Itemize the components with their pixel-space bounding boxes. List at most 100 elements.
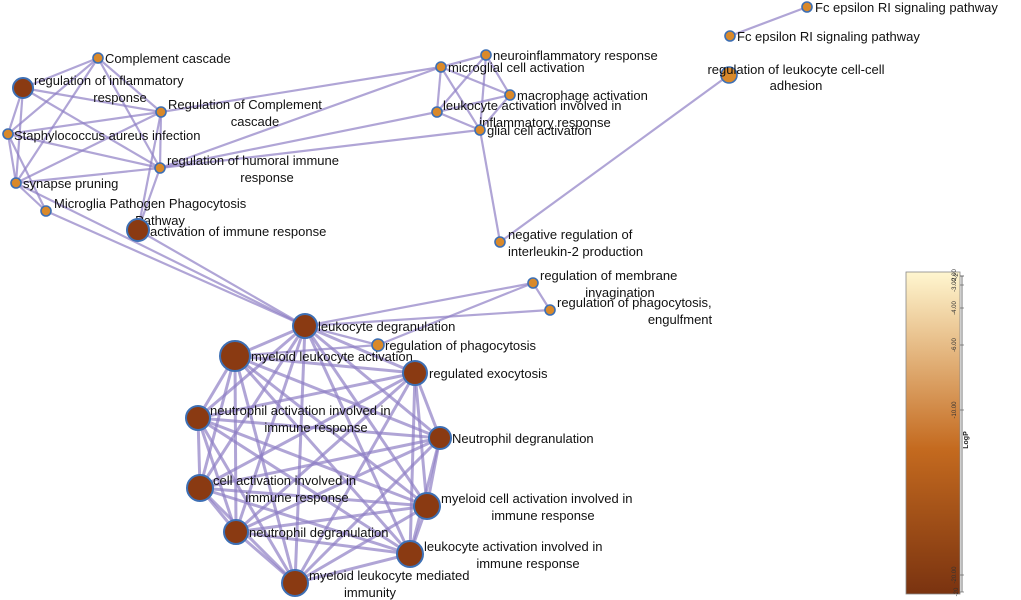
legend-tick-label: -2.00 <box>952 269 958 283</box>
edge-n24-n27 <box>197 416 428 508</box>
edge-n7-n10 <box>7 133 47 212</box>
edge-n23-n26 <box>199 371 416 490</box>
legend-tick-label: -4.00 <box>952 301 958 315</box>
edge-n23-n27 <box>413 372 429 507</box>
node-n13[interactable]: microglial cell activation <box>435 60 585 75</box>
node-circle[interactable] <box>494 236 506 248</box>
node-circle[interactable] <box>527 277 539 289</box>
node-n19[interactable]: regulation of phagocytosis,engulfment <box>544 295 713 327</box>
node-circle[interactable] <box>186 474 214 502</box>
node-circle[interactable] <box>474 124 486 136</box>
node-label: Complement cascade <box>105 51 231 66</box>
node-circle[interactable] <box>155 106 167 118</box>
edge-n24-n28 <box>196 417 238 533</box>
node-circle[interactable] <box>281 569 309 597</box>
edge-n20-n19 <box>304 308 551 328</box>
edge-n3-n17 <box>499 74 730 243</box>
edge-n20-n24 <box>197 324 306 420</box>
node-n28[interactable]: neutrophil degranulation <box>223 519 389 545</box>
edge-n6-n8 <box>158 111 163 169</box>
node-circle[interactable] <box>801 1 813 13</box>
node-n7[interactable]: Staphylococcus aureus infection <box>2 128 200 143</box>
node-n12[interactable]: neuroinflammatory response <box>480 48 658 63</box>
node-circle[interactable] <box>40 205 52 217</box>
edge-n24-n29 <box>197 416 411 556</box>
node-circle[interactable] <box>12 77 34 99</box>
node-n16[interactable]: glial cell activation <box>474 123 592 138</box>
edge-n22-n26 <box>198 355 237 489</box>
node-label: regulation of phagocytosis,engulfment <box>557 295 713 327</box>
node-n2[interactable]: Fc epsilon RI signaling pathway <box>724 29 920 44</box>
edge-n23-n28 <box>235 371 416 534</box>
node-circle[interactable] <box>2 128 14 140</box>
edge-n8-n16 <box>159 128 481 170</box>
node-n20[interactable]: leukocyte degranulation <box>292 313 455 339</box>
node-n1[interactable]: Fc epsilon RI signaling pathway <box>801 0 998 15</box>
node-circle[interactable] <box>92 52 104 64</box>
edge-n15-n16 <box>436 110 481 132</box>
edge-n12-n14 <box>485 54 511 96</box>
edge-n14-n15 <box>436 93 511 114</box>
edge-n8-n15 <box>159 110 438 170</box>
edge-n11-n20 <box>137 229 306 327</box>
node-circle[interactable] <box>292 313 318 339</box>
edge-n4-n9 <box>15 57 99 184</box>
node-n25[interactable]: Neutrophil degranulation <box>428 426 594 450</box>
edge-n22-n21 <box>234 343 379 358</box>
node-n21[interactable]: regulation of phagocytosis <box>371 338 537 353</box>
node-circle[interactable] <box>154 162 166 174</box>
edge-n8-n13 <box>159 65 442 170</box>
legend-tick-label: -6.00 <box>952 338 958 352</box>
node-circle[interactable] <box>223 519 249 545</box>
node-n9[interactable]: synapse pruning <box>10 176 118 191</box>
node-circle[interactable] <box>431 106 443 118</box>
node-circle[interactable] <box>428 426 452 450</box>
edge-n29-n30 <box>294 552 411 585</box>
node-circle[interactable] <box>126 218 150 242</box>
node-circle[interactable] <box>724 30 736 42</box>
node-circle[interactable] <box>10 177 22 189</box>
edge-n24-n30 <box>196 417 297 584</box>
node-circle[interactable] <box>720 66 738 84</box>
node-n4[interactable]: Complement cascade <box>92 51 231 66</box>
edge-n12-n16 <box>478 54 488 131</box>
edge-n24-n25 <box>197 416 441 440</box>
edge-n22-n28 <box>233 355 238 533</box>
edge-n23-n24 <box>197 371 416 420</box>
node-circle[interactable] <box>504 89 516 101</box>
node-circle[interactable] <box>544 304 556 316</box>
node-circle[interactable] <box>413 492 441 520</box>
node-label: macrophage activation <box>517 88 648 103</box>
edge-n4-n8 <box>97 57 161 169</box>
node-circle[interactable] <box>185 405 211 431</box>
node-circle[interactable] <box>480 49 492 61</box>
node-circle[interactable] <box>435 61 447 73</box>
node-label: Neutrophil degranulation <box>452 431 594 446</box>
node-circle[interactable] <box>396 540 424 568</box>
node-n14[interactable]: macrophage activation <box>504 88 648 103</box>
edge-n4-n7 <box>7 57 99 135</box>
node-n11[interactable]: activation of immune response <box>126 218 326 242</box>
node-n22[interactable]: myeloid leukocyte activation <box>219 340 413 372</box>
node-n23[interactable]: regulated exocytosis <box>402 360 548 386</box>
node-circle[interactable] <box>371 338 385 352</box>
node-circle[interactable] <box>219 340 251 372</box>
node-circle[interactable] <box>402 360 428 386</box>
